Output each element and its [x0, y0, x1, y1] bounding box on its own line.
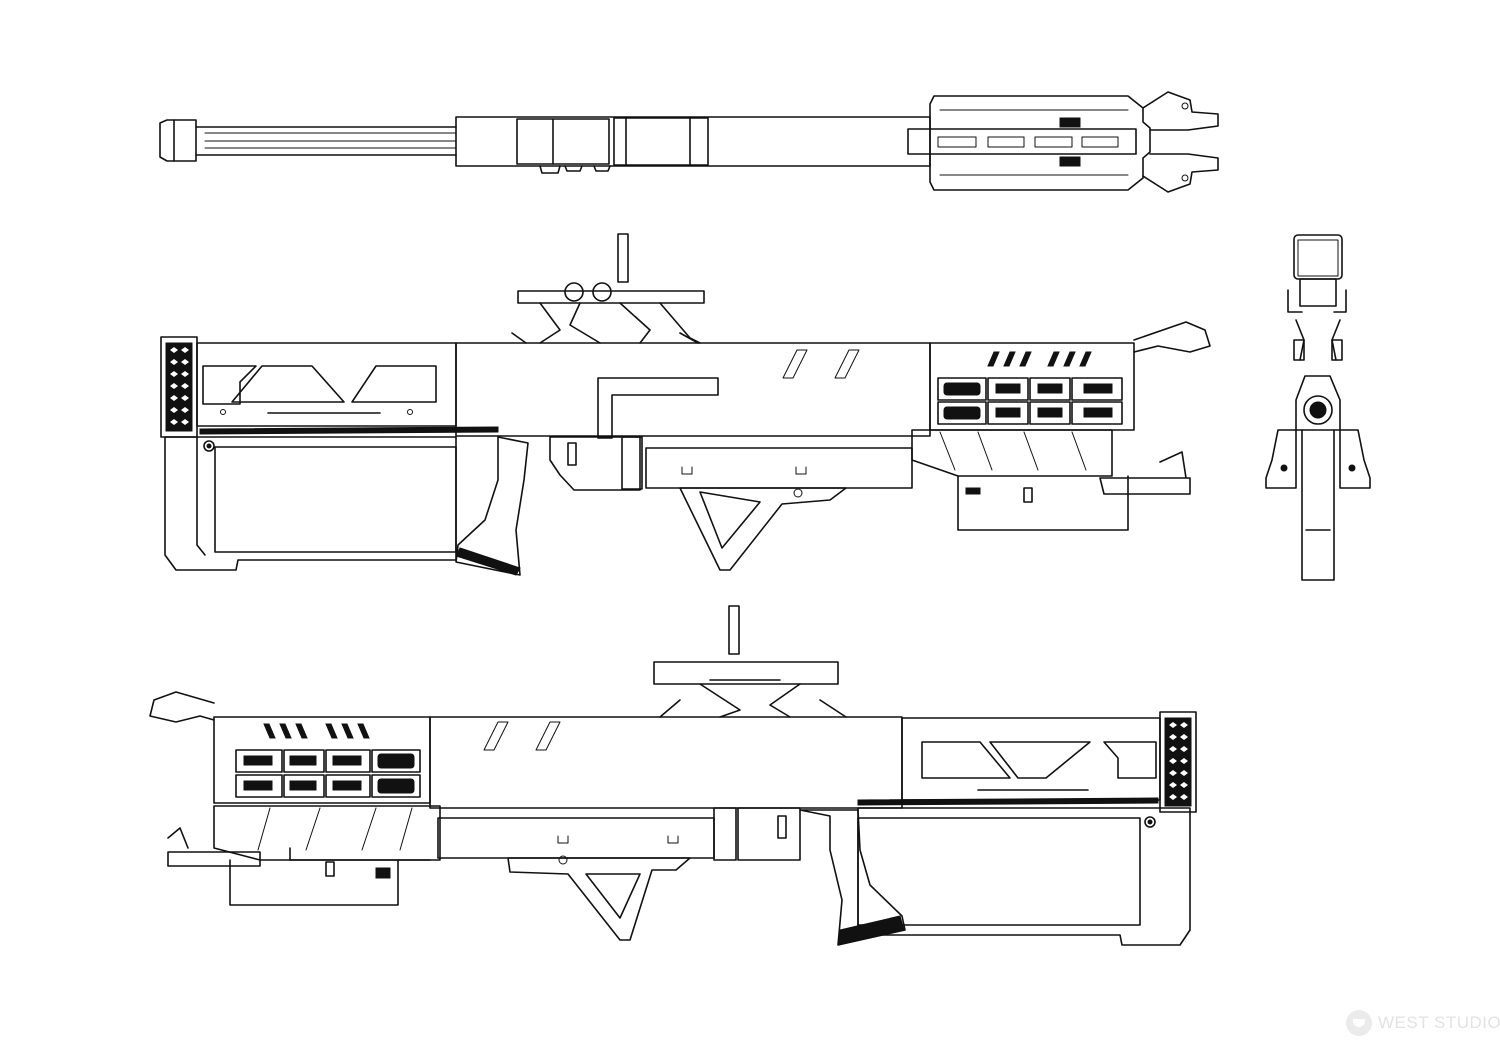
studio-logo-icon [1346, 1010, 1372, 1036]
angled-foregrip [679, 487, 847, 571]
bipod-clamp-bottom [1142, 153, 1219, 193]
bore [1303, 395, 1333, 425]
stock-upper-right [901, 717, 1161, 801]
angled-foregrip-right [507, 857, 691, 941]
rear-sight-post [617, 233, 629, 283]
bipod-clamp-top [1142, 91, 1219, 131]
magazine-well [911, 429, 1113, 477]
watermark-text: WEST STUDIO [1378, 1013, 1500, 1032]
pistol-grip [455, 436, 529, 576]
handguard-top [929, 95, 1151, 191]
studio-watermark: WEST STUDIO [1346, 1010, 1500, 1036]
handguard-side-right [213, 716, 431, 804]
handguard-vents-right [235, 749, 421, 798]
barrel [195, 126, 457, 156]
scope-front [1293, 234, 1343, 280]
trigger-housing [549, 436, 641, 491]
stock-lower [164, 436, 457, 571]
front-view [1265, 234, 1371, 581]
bolt-handle-plate [597, 377, 719, 439]
receiver [455, 342, 931, 437]
handguard-vents [937, 377, 1123, 425]
bipod-leg-folded [1133, 321, 1211, 353]
scope-rail-right [653, 661, 839, 685]
right-side-view [149, 605, 1197, 946]
stock-front [1301, 429, 1335, 581]
handguard-side [929, 342, 1135, 431]
bipod-leg-folded-right [149, 691, 215, 723]
magazine-right [229, 859, 399, 906]
receiver-right [429, 716, 903, 809]
left-side-view [160, 233, 1211, 576]
trigger-housing-right [737, 807, 801, 861]
scope-rail [517, 290, 705, 304]
rear-sight-post-right [728, 605, 740, 655]
muzzle-brake [159, 119, 197, 162]
pistol-grip-right [799, 809, 906, 946]
rail-slots [937, 136, 1119, 148]
receiver-tube [455, 116, 931, 167]
bipod-front [1265, 429, 1371, 489]
butt-plate-hex-grille [165, 342, 193, 432]
magazine [957, 475, 1129, 531]
stock-lower-right [857, 807, 1191, 946]
top-view [159, 91, 1219, 193]
